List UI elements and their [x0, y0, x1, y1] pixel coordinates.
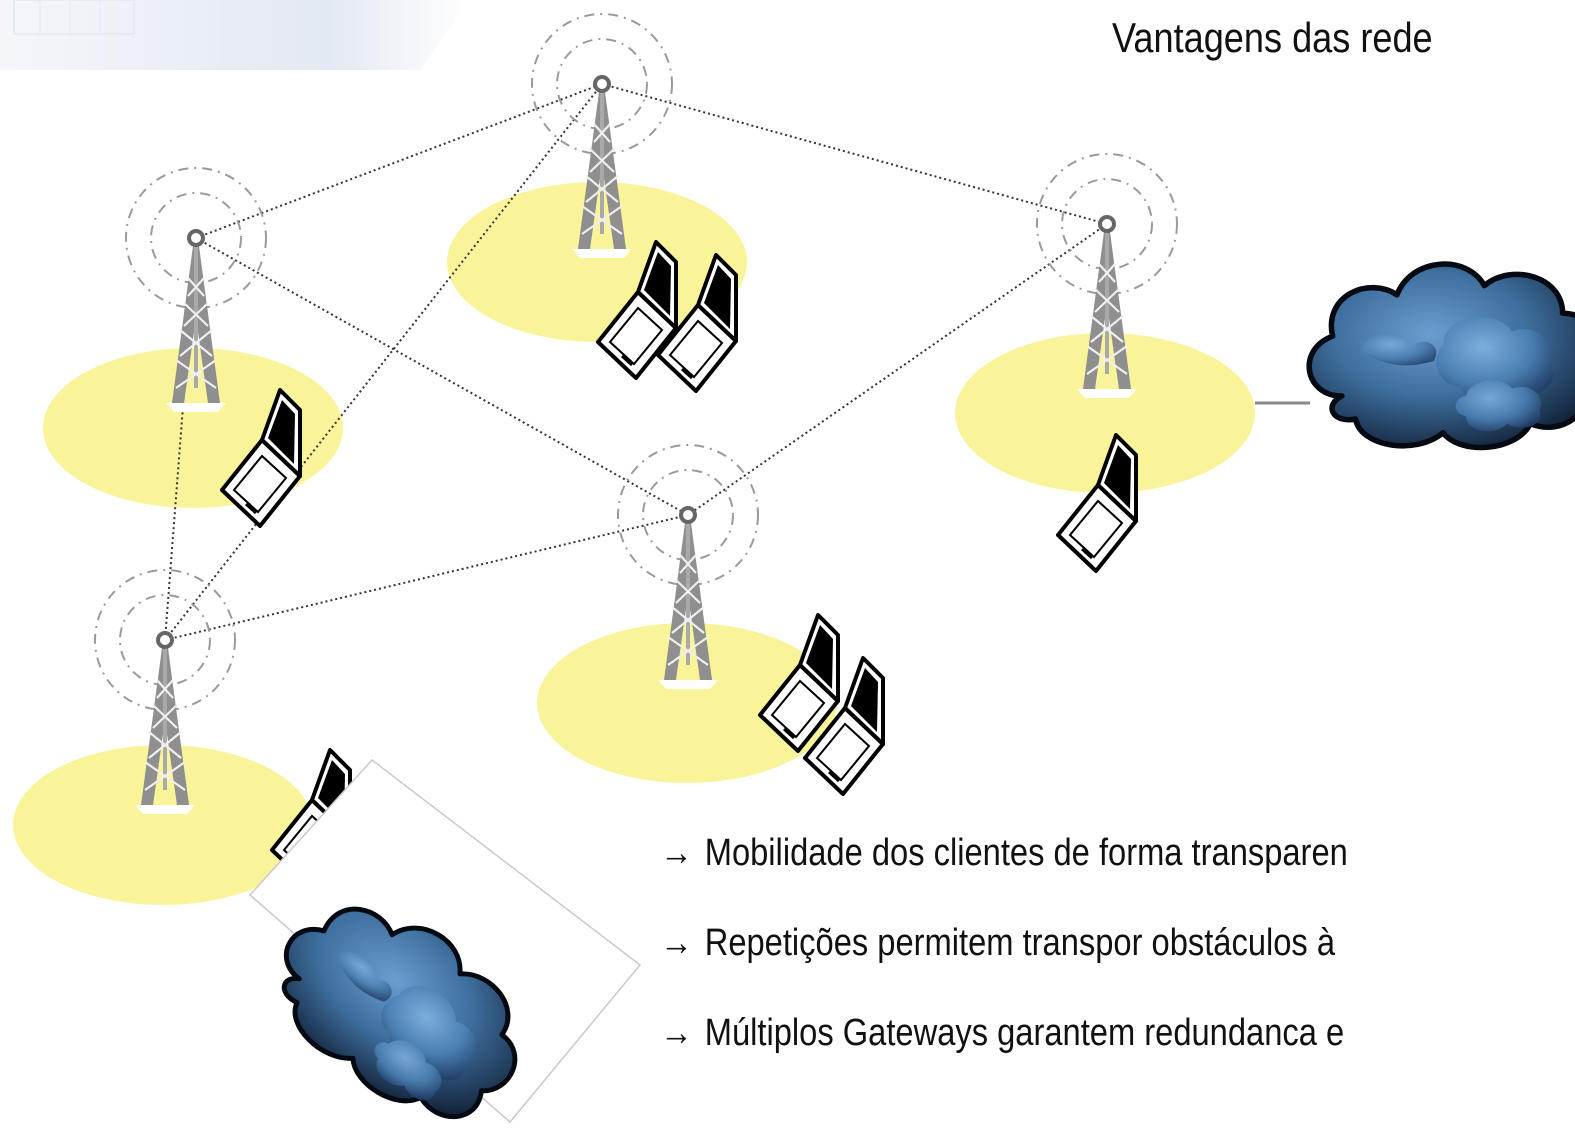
- advantage-bullet: → Mobilidade dos clientes de forma transp…: [660, 832, 1348, 875]
- mesh-links: [164, 83, 1108, 641]
- mesh-link: [601, 83, 1108, 225]
- slide-corner-decoration: [0, 0, 470, 70]
- arrow-icon: →: [660, 1012, 693, 1054]
- arrow-icon: →: [660, 832, 693, 874]
- gateway-cloud-box: [249, 758, 642, 1131]
- coverage-area: [13, 745, 313, 905]
- bullet-text: Múltiplos Gateways garantem redundanca e: [704, 1012, 1345, 1054]
- coverage-area: [537, 623, 837, 783]
- mesh-link: [164, 514, 689, 641]
- slide-title: Vantagens das rede: [1112, 14, 1433, 61]
- radio-tower-icon: [133, 631, 197, 816]
- mesh-link: [164, 237, 197, 641]
- arrow-icon: →: [660, 922, 693, 964]
- advantage-bullet: → Repetições permitem transpor obstáculos…: [660, 922, 1335, 965]
- bullet-text: Mobilidade dos clientes de forma transpa…: [704, 832, 1348, 874]
- radio-tower-icon: [1075, 215, 1139, 400]
- mesh-link: [195, 83, 603, 239]
- mesh-link: [687, 223, 1108, 516]
- coverage-area: [955, 333, 1255, 493]
- radio-tower-icon: [164, 229, 228, 414]
- coverage-areas: [13, 182, 1255, 905]
- mesh-link: [195, 237, 689, 516]
- advantage-bullet: → Múltiplos Gateways garantem redundanca …: [660, 1012, 1344, 1055]
- radio-tower-icon: [570, 75, 634, 260]
- bullet-text: Repetições permitem transpor obstáculos …: [704, 922, 1336, 964]
- radio-tower-icon: [656, 506, 720, 691]
- internet-cloud-icon: [1309, 264, 1575, 447]
